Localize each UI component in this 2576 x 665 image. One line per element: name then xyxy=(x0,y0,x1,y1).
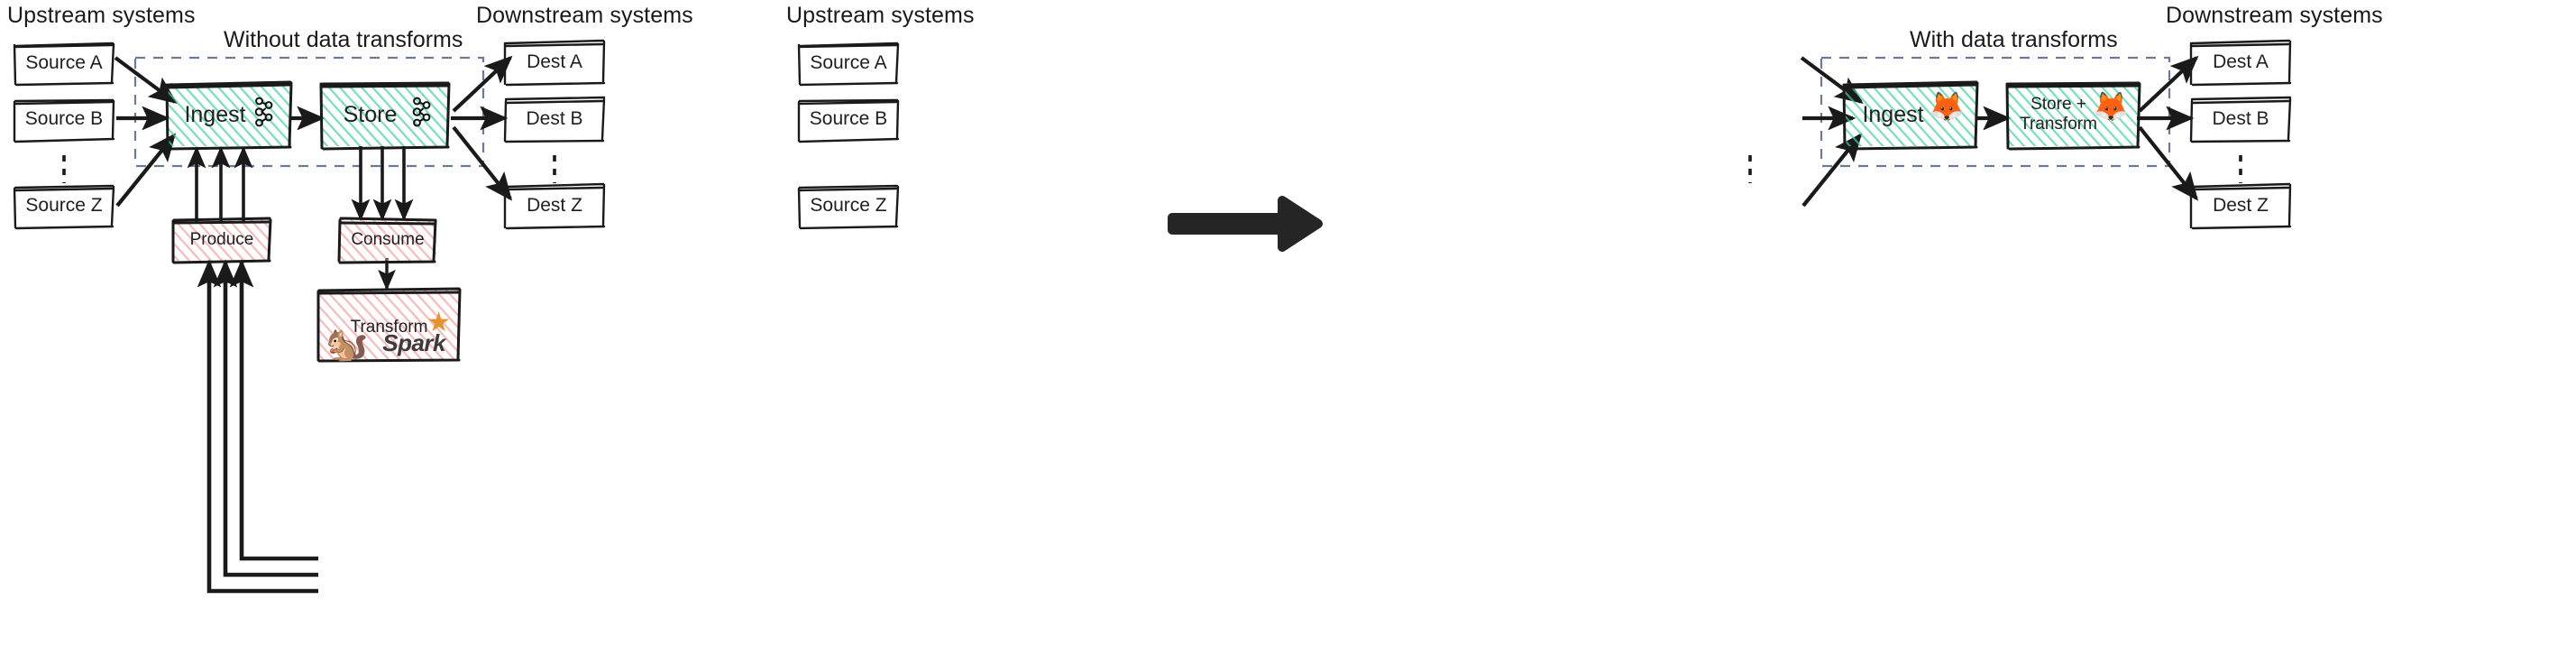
spark-wordmark: Spark xyxy=(382,329,445,357)
transition-arrow-icon xyxy=(1168,196,1323,252)
consume-hatch-fill xyxy=(339,219,436,261)
source-box-b[interactable]: Source B xyxy=(13,98,115,143)
r-pipeline-box-store-transform-label: Store + Transform xyxy=(2020,95,2097,134)
source-box-z[interactable]: Source Z xyxy=(13,184,115,230)
dest-box-z[interactable]: Dest Z xyxy=(503,182,606,230)
r-source-box-a[interactable]: Source A xyxy=(797,42,900,87)
dest-box-b-label: Dest B xyxy=(526,107,583,129)
r-pipeline-box-ingest-label: Ingest xyxy=(1862,101,1924,127)
r-source-box-a-label: Source A xyxy=(810,51,887,73)
kafka-icon xyxy=(409,96,436,134)
r-pipeline-box-store-transform[interactable]: Store + Transform 🦊 xyxy=(2005,81,2141,151)
pipeline-box-store[interactable]: Store xyxy=(319,81,451,151)
right-upstream-header: Upstream systems xyxy=(786,3,975,28)
transform-hatch-fill xyxy=(318,290,460,360)
left-panel-title: Without data transforms xyxy=(224,27,463,52)
pipeline-box-store-label: Store xyxy=(343,101,398,127)
r-dest-box-a-label: Dest A xyxy=(2213,51,2269,72)
arrow-transform-to-produce-2 xyxy=(213,259,318,577)
left-upstream-header: Upstream systems xyxy=(7,3,196,28)
step-box-transform-label: Transform xyxy=(350,318,428,337)
kafka-icon xyxy=(252,96,279,134)
dest-box-b[interactable]: Dest B xyxy=(503,96,606,143)
right-downstream-header: Downstream systems xyxy=(2166,3,2383,28)
r-dest-box-z[interactable]: Dest Z xyxy=(2189,182,2292,230)
r-dest-box-a[interactable]: Dest A xyxy=(2189,39,2292,87)
r-dest-box-b[interactable]: Dest B xyxy=(2189,96,2292,143)
pipeline-box-ingest-label: Ingest xyxy=(184,101,246,127)
source-box-a-label: Source A xyxy=(25,51,103,73)
dest-box-a[interactable]: Dest A xyxy=(503,39,606,87)
produce-hatch-fill xyxy=(173,219,270,261)
r-source-box-b[interactable]: Source B xyxy=(797,98,900,143)
step-box-produce-label: Produce xyxy=(189,230,254,250)
r-source-box-b-label: Source B xyxy=(809,107,888,129)
spark-star-icon: ★ xyxy=(426,308,451,337)
left-downstream-header: Downstream systems xyxy=(476,3,693,28)
dest-box-z-label: Dest Z xyxy=(527,194,582,216)
r-dest-box-b-label: Dest B xyxy=(2212,107,2269,129)
flink-squirrel-icon: 🐿️ xyxy=(325,326,369,364)
source-box-z-label: Source Z xyxy=(25,194,103,216)
step-box-consume[interactable]: Consume xyxy=(337,217,437,264)
redpanda-icon: 🦊 xyxy=(2093,90,2129,123)
r-dest-box-z-label: Dest Z xyxy=(2213,194,2269,216)
pipeline-box-ingest[interactable]: Ingest xyxy=(165,80,293,151)
redpanda-icon: 🦊 xyxy=(1929,90,1965,123)
source-box-a[interactable]: Source A xyxy=(13,42,115,87)
r-source-box-z[interactable]: Source Z xyxy=(797,184,900,230)
dest-box-a-label: Dest A xyxy=(527,51,582,72)
arrow-transform-to-produce-3 xyxy=(229,259,318,561)
r-pipeline-box-ingest[interactable]: Ingest 🦊 xyxy=(1842,80,1979,151)
step-box-consume-label: Consume xyxy=(351,230,425,250)
right-panel-title: With data transforms xyxy=(1910,27,2118,52)
step-box-produce[interactable]: Produce xyxy=(171,217,272,264)
step-box-transform[interactable]: Transform 🐿️ Spark ★ xyxy=(316,287,462,364)
r-source-box-z-label: Source Z xyxy=(810,194,887,216)
arrow-transform-to-produce-1 xyxy=(197,259,318,594)
source-box-b-label: Source B xyxy=(24,107,104,129)
